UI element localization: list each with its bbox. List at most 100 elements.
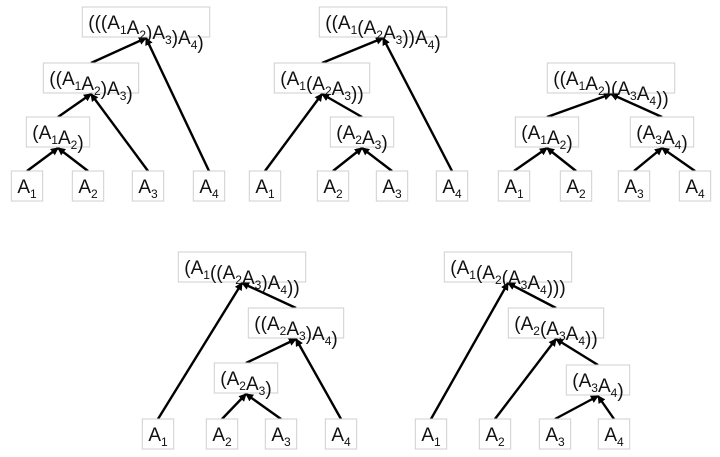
- label-subscript: 2: [560, 138, 567, 152]
- node-a3: A3: [538, 418, 572, 450]
- node-box: [538, 418, 572, 450]
- label-text: A: [504, 177, 517, 198]
- label-subscript: 3: [151, 187, 158, 201]
- label-text: (A: [572, 371, 591, 392]
- label-text: A: [323, 177, 336, 198]
- label-text: A: [212, 425, 225, 446]
- node-label: A4: [199, 177, 219, 201]
- label-subscript: 4: [455, 187, 462, 201]
- node-box: [559, 170, 593, 202]
- node-box: [414, 418, 448, 450]
- label-subscript: 3: [165, 33, 172, 47]
- label-text: A: [566, 324, 579, 345]
- label-text: A: [383, 23, 396, 44]
- node-root: ((A1A2)(A3A4)): [546, 62, 676, 110]
- label-text: )A: [172, 28, 191, 49]
- label-text: ): [197, 33, 203, 54]
- label-text: ))): [547, 278, 566, 299]
- label-text: ): [331, 329, 337, 350]
- node-label: (A2A3): [336, 123, 387, 154]
- edge-p34-to-p2_34: [555, 337, 599, 367]
- label-text: (A: [336, 123, 355, 144]
- label-text: ((A: [553, 69, 579, 90]
- label-text: )A: [146, 23, 165, 44]
- node-box: [678, 170, 712, 202]
- label-text: A: [604, 425, 617, 446]
- label-text: A: [527, 273, 540, 294]
- node-label: (A1(A2A3)): [280, 69, 363, 105]
- node-box: [617, 170, 651, 202]
- node-box: [141, 418, 175, 450]
- edge-a2-to-p12: [546, 147, 577, 172]
- node-label: ((A1(A2A3))A4): [325, 13, 440, 54]
- label-subscript: 2: [91, 187, 98, 201]
- node-box: [507, 307, 605, 339]
- node-label: (((A1A2)A3)A4): [88, 13, 203, 54]
- label-subscript: 2: [495, 273, 502, 287]
- node-a3: A3: [264, 418, 298, 450]
- edges-layer: [26, 36, 696, 421]
- edge-p12_3-to-root: [90, 36, 147, 65]
- node-label: A3: [624, 177, 644, 201]
- label-text: A: [127, 18, 140, 39]
- node-box: [443, 251, 573, 283]
- edge-p2_34-to-root: [507, 281, 557, 310]
- label-subscript: 3: [559, 329, 566, 343]
- node-label: (A2(A3A4)): [514, 314, 597, 350]
- node-label: (A3A4): [636, 123, 687, 154]
- label-text: ): [126, 84, 132, 105]
- label-text: ): [265, 379, 271, 400]
- node-a4: A4: [597, 418, 631, 450]
- edge-a4-to-root: [144, 37, 211, 172]
- label-text: A: [566, 177, 579, 198]
- label-subscript: 2: [336, 187, 343, 201]
- node-p2_34: (A2(A3A4)): [507, 307, 605, 350]
- node-label: A3: [382, 177, 402, 201]
- label-subscript: 2: [533, 324, 540, 338]
- label-subscript: 4: [611, 386, 618, 400]
- edge-a4-to-p23_4: [294, 338, 343, 420]
- label-subscript: 2: [139, 28, 146, 42]
- node-label: A4: [604, 425, 624, 449]
- label-text: (A: [540, 319, 559, 340]
- edge-a1-to-p12: [513, 147, 548, 172]
- edge-p23-to-p1_23: [321, 92, 363, 119]
- node-a3: A3: [131, 170, 165, 202]
- label-subscript: 1: [51, 133, 58, 147]
- edge-p12-to-p12_3: [57, 93, 92, 118]
- node-box: [329, 116, 395, 148]
- label-subscript: 1: [75, 79, 82, 93]
- node-box: [213, 362, 279, 394]
- node-a2: A2: [316, 170, 350, 202]
- label-subscript: 3: [375, 138, 382, 152]
- label-text: A: [17, 177, 30, 198]
- label-text: ((A: [49, 69, 75, 90]
- node-box: [629, 116, 695, 148]
- node-label: (A1((A2A3)A4)): [184, 258, 299, 299]
- edge-a2-to-p2_34: [494, 338, 557, 420]
- node-a1: A1: [141, 418, 175, 450]
- node-a3: A3: [617, 170, 651, 202]
- label-text: (A: [306, 74, 325, 95]
- node-box: [324, 418, 358, 450]
- node-root: ((A1(A2A3))A4): [318, 6, 448, 54]
- label-text: (A: [521, 123, 540, 144]
- label-subscript: 4: [212, 187, 219, 201]
- label-subscript: 3: [591, 381, 598, 395]
- node-box: [25, 116, 91, 148]
- node-a4: A4: [678, 170, 712, 202]
- node-box: [597, 418, 631, 450]
- label-text: A: [598, 376, 611, 397]
- node-box: [71, 170, 105, 202]
- label-text: (A: [184, 258, 203, 279]
- node-a4: A4: [435, 170, 469, 202]
- node-label: ((A2A3)A4): [254, 314, 337, 350]
- label-text: A: [286, 319, 299, 340]
- label-text: ): [77, 133, 83, 154]
- node-p23: (A2A3): [213, 362, 279, 400]
- label-subscript: 2: [71, 138, 78, 152]
- label-subscript: 1: [351, 23, 358, 37]
- edge-a2-to-p23: [221, 393, 247, 420]
